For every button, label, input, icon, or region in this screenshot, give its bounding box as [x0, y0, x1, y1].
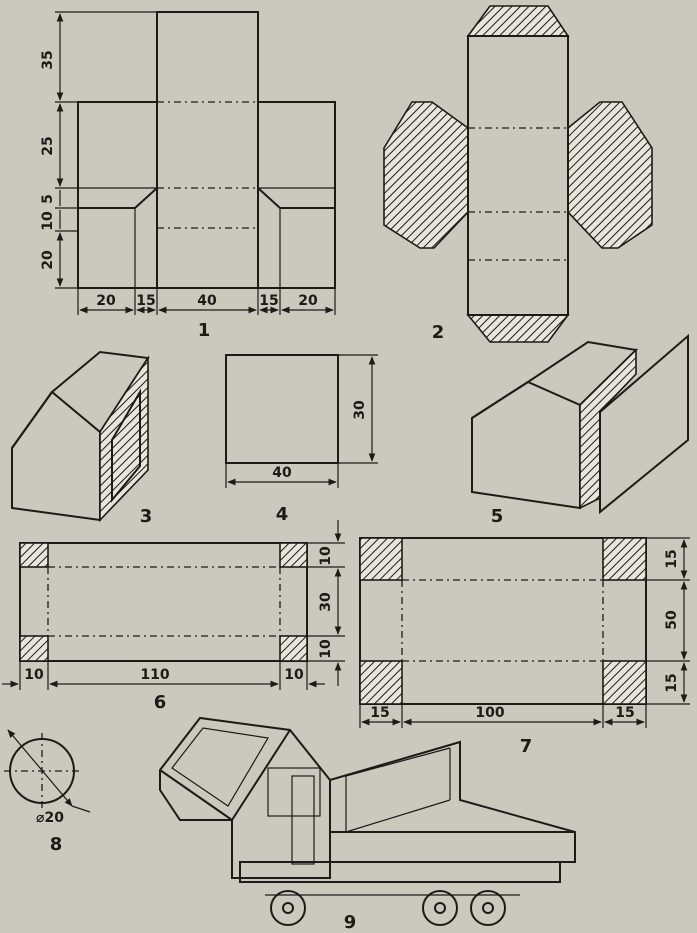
figure-8-circle: ⌀20 8 — [4, 729, 91, 855]
fig8-dim-diameter: ⌀20 — [36, 810, 64, 826]
fig6-dim-center: 110 — [140, 667, 169, 683]
figure-2-label: 2 — [432, 322, 445, 343]
fig6-dim-left: 10 — [24, 667, 44, 683]
figure-5-open-cab: 5 — [471, 333, 689, 527]
fig1-dim-w2: 15 — [136, 293, 155, 309]
fig7-dim-right: 15 — [615, 705, 634, 721]
figure-9-truck: 9 — [159, 716, 576, 933]
fig7-dim-center: 100 — [475, 705, 504, 721]
fig1-dim-w1: 20 — [96, 293, 116, 309]
figure-4-label: 4 — [276, 504, 289, 525]
fig1-dim-5: 5 — [40, 194, 56, 204]
fig4-dim-width: 40 — [272, 465, 292, 481]
fig6-dim-top: 10 — [318, 546, 334, 566]
figure-1-net: 35 25 5 10 20 20 15 40 15 20 1 — [40, 11, 336, 341]
figure-4-rectangle: 30 40 4 — [225, 354, 378, 525]
fig1-dim-25: 25 — [40, 136, 56, 155]
figure-8-label: 8 — [50, 834, 63, 855]
fig7-dim-bottom: 15 — [664, 673, 680, 692]
figure-6-label: 6 — [154, 692, 167, 713]
fig6-dim-mid: 30 — [318, 592, 334, 612]
figure-5-label: 5 — [491, 506, 504, 527]
fig1-dim-10: 10 — [40, 211, 56, 231]
fig7-dim-left: 15 — [370, 705, 389, 721]
fig6-dim-right: 10 — [284, 667, 304, 683]
fig4-dim-height: 30 — [352, 400, 368, 420]
fig1-dim-w4: 15 — [259, 293, 278, 309]
fig6-dim-bottom: 10 — [318, 639, 334, 659]
figure-9-label: 9 — [344, 912, 357, 933]
figure-3-label: 3 — [140, 506, 153, 527]
figure-2-net: 2 — [383, 5, 653, 343]
figure-7-label: 7 — [520, 736, 533, 757]
figure-7-net: 15 50 15 15 100 15 7 — [359, 537, 690, 757]
figure-3-cab: 3 — [11, 350, 153, 527]
fig1-dim-w5: 20 — [298, 293, 318, 309]
figure-6-net: 10 30 10 10 110 10 6 — [2, 520, 345, 713]
fig1-dim-35: 35 — [40, 50, 56, 69]
fig7-dim-mid: 50 — [664, 610, 680, 630]
figure-1-label: 1 — [198, 320, 211, 341]
fig7-dim-top: 15 — [664, 549, 680, 568]
fig1-dim-20-vertical: 20 — [40, 250, 56, 270]
fig1-dim-w3: 40 — [197, 293, 217, 309]
